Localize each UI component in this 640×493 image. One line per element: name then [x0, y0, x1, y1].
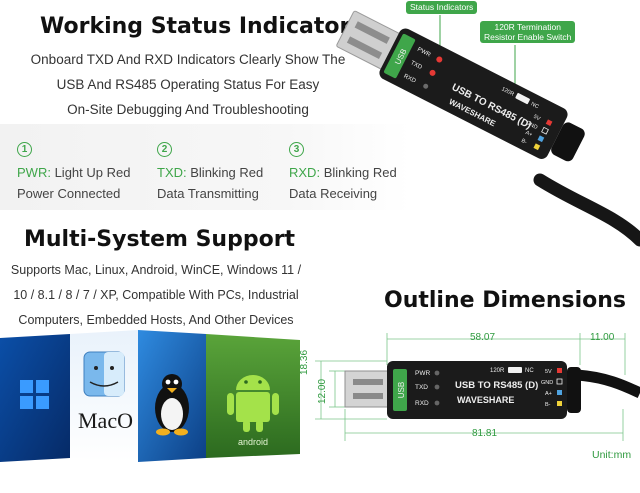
rxd-led	[423, 83, 429, 89]
pin-gnd: GND	[525, 120, 539, 131]
outline-pin-b: B-	[545, 402, 551, 408]
outline-strain-relief	[567, 367, 581, 413]
status-description-line: On-Site Debugging And Troubleshooting	[67, 102, 309, 117]
indicator-name: TXD:	[157, 165, 187, 180]
indicator-txd: 2 TXD: Blinking Red Data Transmitting	[157, 139, 263, 204]
status-title: Working Status Indicators	[40, 14, 364, 39]
multi-system-line: 10 / 8.1 / 8 / 7 / XP, Compatible With P…	[13, 288, 299, 302]
led-label-rxd: RXD	[403, 74, 418, 85]
outline-pwr-led	[434, 370, 440, 376]
indicator-line2: Data Transmitting	[157, 186, 259, 201]
device-photo-angled: USB PWR TXD RXD USB TO RS485 (D) WAVESHA…	[336, 10, 640, 247]
indicator-line2: Data Receiving	[289, 186, 378, 201]
os-tile-windows	[0, 334, 70, 462]
outline-pin-a: A+	[545, 391, 552, 397]
multi-system-line: Supports Mac, Linux, Android, WinCE, Win…	[10, 263, 302, 277]
led-label-txd: TXD	[409, 60, 423, 71]
indicator-line1: Light Up Red	[54, 165, 131, 180]
pin-b-mark	[533, 143, 541, 151]
txd-led	[429, 69, 436, 76]
pin-b: B-	[520, 138, 528, 146]
indicator-line1: Blinking Red	[323, 165, 397, 180]
outline-usb-badge-text: USB	[397, 382, 406, 398]
macos-text: MacO	[78, 408, 133, 433]
pin-5v: 5V	[532, 114, 541, 123]
outline-pin-5v-mark	[557, 368, 562, 373]
os-tiles: MacO android	[0, 330, 300, 462]
switch-label-right: NC	[530, 101, 540, 110]
callout-line: Resistor Enable Switch	[484, 32, 572, 42]
usb-cable	[533, 173, 640, 247]
outline-device-body	[387, 361, 567, 419]
outline-title: Outline Dimensions	[384, 288, 627, 313]
status-indicators-callout: Status Indicators	[406, 1, 478, 14]
multi-system-line: Computers, Embedded Hosts, And Other Dev…	[18, 313, 294, 327]
pin-a-mark	[537, 135, 545, 143]
outline-usb-plug	[344, 370, 390, 408]
dim-total-length: 81.81	[472, 428, 498, 439]
device-body	[379, 28, 568, 159]
outline-led-label-rxd: RXD	[415, 400, 429, 407]
indicator-pwr: 1 PWR: Light Up Red Power Connected	[17, 139, 130, 204]
callout-line: 120R Termination	[494, 22, 561, 32]
outline-device-model: USB TO RS485 (D)	[455, 380, 538, 391]
multi-system-description: Supports Mac, Linux, Android, WinCE, Win…	[0, 258, 312, 333]
usb-badge	[384, 33, 416, 79]
outline-plug-slot	[353, 379, 383, 385]
android-robot-icon	[227, 375, 279, 432]
dim-height: 18.36	[299, 349, 310, 375]
usb-plug-slot	[354, 21, 390, 44]
outline-drawing: USB PWR TXD RXD 120R NC USB TO RS485 (D)…	[315, 333, 640, 441]
indicator-name: RXD:	[289, 165, 321, 180]
outline-usb-badge	[393, 369, 407, 411]
usb-plug-slot	[346, 36, 383, 60]
indicator-number: 1	[17, 142, 32, 157]
indicator-strip	[0, 124, 410, 210]
status-description-line: Onboard TXD And RXD Indicators Clearly S…	[30, 52, 346, 67]
outline-switch-left: 120R	[490, 368, 505, 374]
dim-width: 12.00	[317, 378, 328, 404]
indicator-number: 2	[157, 142, 172, 157]
indicator-rxd: 3 RXD: Blinking Red Data Receiving	[289, 139, 397, 204]
indicator-number: 3	[289, 142, 304, 157]
pin-a: A+	[524, 130, 533, 138]
tux-penguin-icon	[155, 374, 189, 436]
outline-led-label-pwr: PWR	[415, 370, 430, 377]
indicator-line1: Blinking Red	[190, 165, 264, 180]
outline-led-label-txd: TXD	[415, 384, 428, 391]
pin-5v-mark	[545, 119, 553, 127]
termination-switch	[515, 93, 530, 105]
unit-label: Unit:mm	[592, 449, 632, 461]
outline-device-brand: WAVESHARE	[457, 395, 514, 405]
outline-pin-5v: 5V	[545, 369, 552, 375]
outline-rxd-led	[434, 400, 440, 406]
multi-system-title: Multi-System Support	[24, 227, 296, 252]
outline-cable	[576, 369, 640, 398]
outline-switch-right: NC	[525, 368, 534, 374]
termination-switch-callout: 120R Termination Resistor Enable Switch	[480, 21, 576, 43]
dim-tail-length: 11.00	[590, 332, 615, 343]
outline-termination-switch	[508, 367, 522, 373]
dimension-lines	[315, 333, 626, 441]
outline-pin-gnd-mark	[556, 378, 563, 385]
pin-gnd-mark	[541, 126, 549, 135]
outline-pin-gnd: GND	[541, 380, 553, 386]
indicator-line2: Power Connected	[17, 186, 121, 201]
dim-body-length: 58.07	[470, 332, 496, 343]
windows-logo-icon	[20, 380, 49, 409]
status-description: Onboard TXD And RXD Indicators Clearly S…	[20, 47, 356, 122]
indicator-name: PWR:	[17, 165, 51, 180]
pwr-led	[436, 56, 443, 63]
strain-relief	[551, 122, 585, 162]
outline-pin-b-mark	[557, 401, 562, 406]
status-description-line: USB And RS485 Operating Status For Easy	[56, 77, 320, 92]
switch-label-left: 120R	[500, 86, 514, 97]
finder-face-icon	[83, 351, 125, 397]
outline-txd-led	[434, 384, 440, 390]
android-text: android	[238, 437, 268, 447]
outline-pin-a-mark	[557, 390, 562, 395]
outline-plug-slot	[353, 393, 383, 399]
